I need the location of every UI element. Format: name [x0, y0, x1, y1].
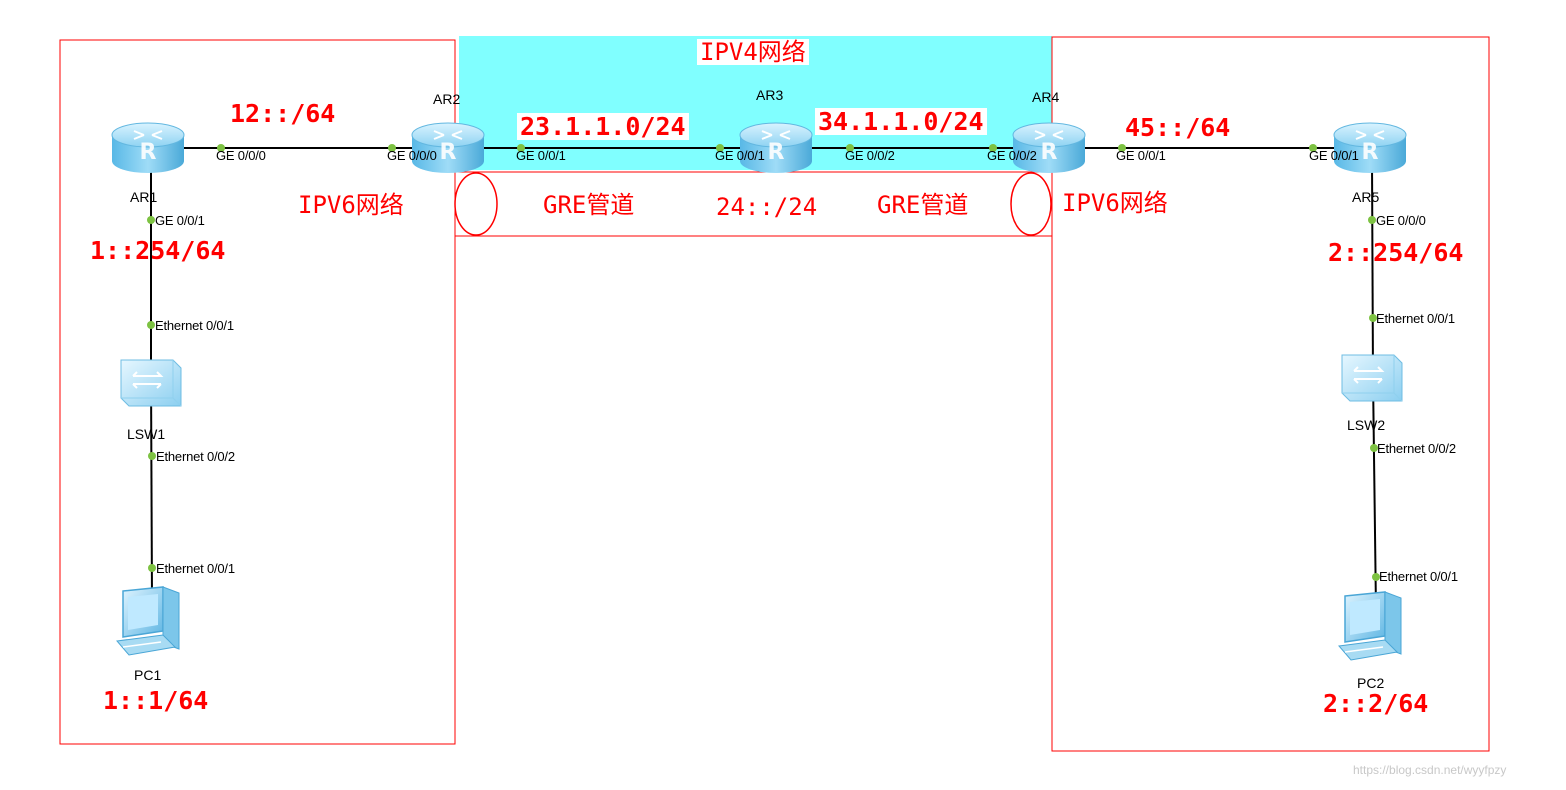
port-label: GE 0/0/1 — [1309, 148, 1359, 163]
tunnel-subnet-label: 24::/24 — [716, 193, 818, 221]
port-label: Ethernet 0/0/1 — [1379, 569, 1458, 584]
port-label: GE 0/0/1 — [155, 213, 205, 228]
link-lsw1-pc1 — [150, 374, 153, 601]
switch-icon[interactable] — [120, 359, 182, 407]
network-label-34: 34.1.1.0/24 — [815, 108, 987, 135]
port-label: GE 0/0/2 — [845, 148, 895, 163]
router-icon[interactable] — [111, 122, 185, 174]
switch-icon[interactable] — [1341, 354, 1403, 402]
watermark-text: https://blog.csdn.net/wyyfpzy — [1353, 763, 1507, 777]
device-label-lsw1: LSW1 — [127, 426, 166, 442]
network-label-45: 45::/64 — [1125, 113, 1231, 142]
port-label: Ethernet 0/0/1 — [1376, 311, 1455, 326]
device-label-ar2: AR2 — [433, 91, 461, 107]
device-label-pc1: PC1 — [134, 667, 162, 683]
device-label-pc2: PC2 — [1357, 675, 1385, 691]
address-label-pc2: 2::2/64 — [1323, 689, 1429, 718]
device-label-ar3: AR3 — [756, 87, 784, 103]
port-label: Ethernet 0/0/1 — [155, 318, 234, 333]
address-label-ar1-lan: 1::254/64 — [90, 236, 226, 265]
ipv6-right-region — [1051, 36, 1490, 752]
port-label: GE 0/0/2 — [987, 148, 1037, 163]
port-label: Ethernet 0/0/2 — [156, 449, 235, 464]
ipv6-left-label: IPV6网络 — [298, 191, 404, 219]
gre-left-label: GRE管道 — [543, 191, 635, 219]
network-label-23: 23.1.1.0/24 — [517, 113, 689, 140]
network-label-12: 12::/64 — [230, 99, 336, 128]
gre-right-label: GRE管道 — [877, 191, 969, 219]
device-label-lsw2: LSW2 — [1347, 417, 1386, 433]
port-dots — [147, 144, 1380, 581]
gre-tunnel-end-left — [454, 172, 498, 236]
ipv6-right-label: IPV6网络 — [1062, 189, 1168, 217]
ipv6-left-region — [59, 39, 456, 745]
device-label-ar1: AR1 — [130, 189, 158, 205]
port-label: GE 0/0/0 — [216, 148, 266, 163]
port-label: Ethernet 0/0/2 — [1377, 441, 1456, 456]
device-label-ar4: AR4 — [1032, 89, 1060, 105]
link-ar5-lsw2 — [1371, 159, 1374, 379]
port-label: GE 0/0/1 — [1116, 148, 1166, 163]
address-label-ar5-lan: 2::254/64 — [1328, 238, 1464, 267]
gre-tunnel-end-right — [1010, 172, 1052, 236]
port-label: GE 0/0/1 — [516, 148, 566, 163]
port-label: Ethernet 0/0/1 — [156, 561, 235, 576]
ipv4-region-label: IPV4网络 — [697, 39, 809, 65]
port-label: GE 0/0/1 — [715, 148, 765, 163]
pc-icon[interactable] — [116, 586, 180, 656]
address-label-pc1: 1::1/64 — [103, 686, 209, 715]
device-label-ar5: AR5 — [1352, 189, 1380, 205]
port-label: GE 0/0/0 — [387, 148, 437, 163]
port-label: GE 0/0/0 — [1376, 213, 1426, 228]
pc-icon[interactable] — [1338, 591, 1402, 661]
link-lsw2-pc2 — [1372, 377, 1377, 611]
